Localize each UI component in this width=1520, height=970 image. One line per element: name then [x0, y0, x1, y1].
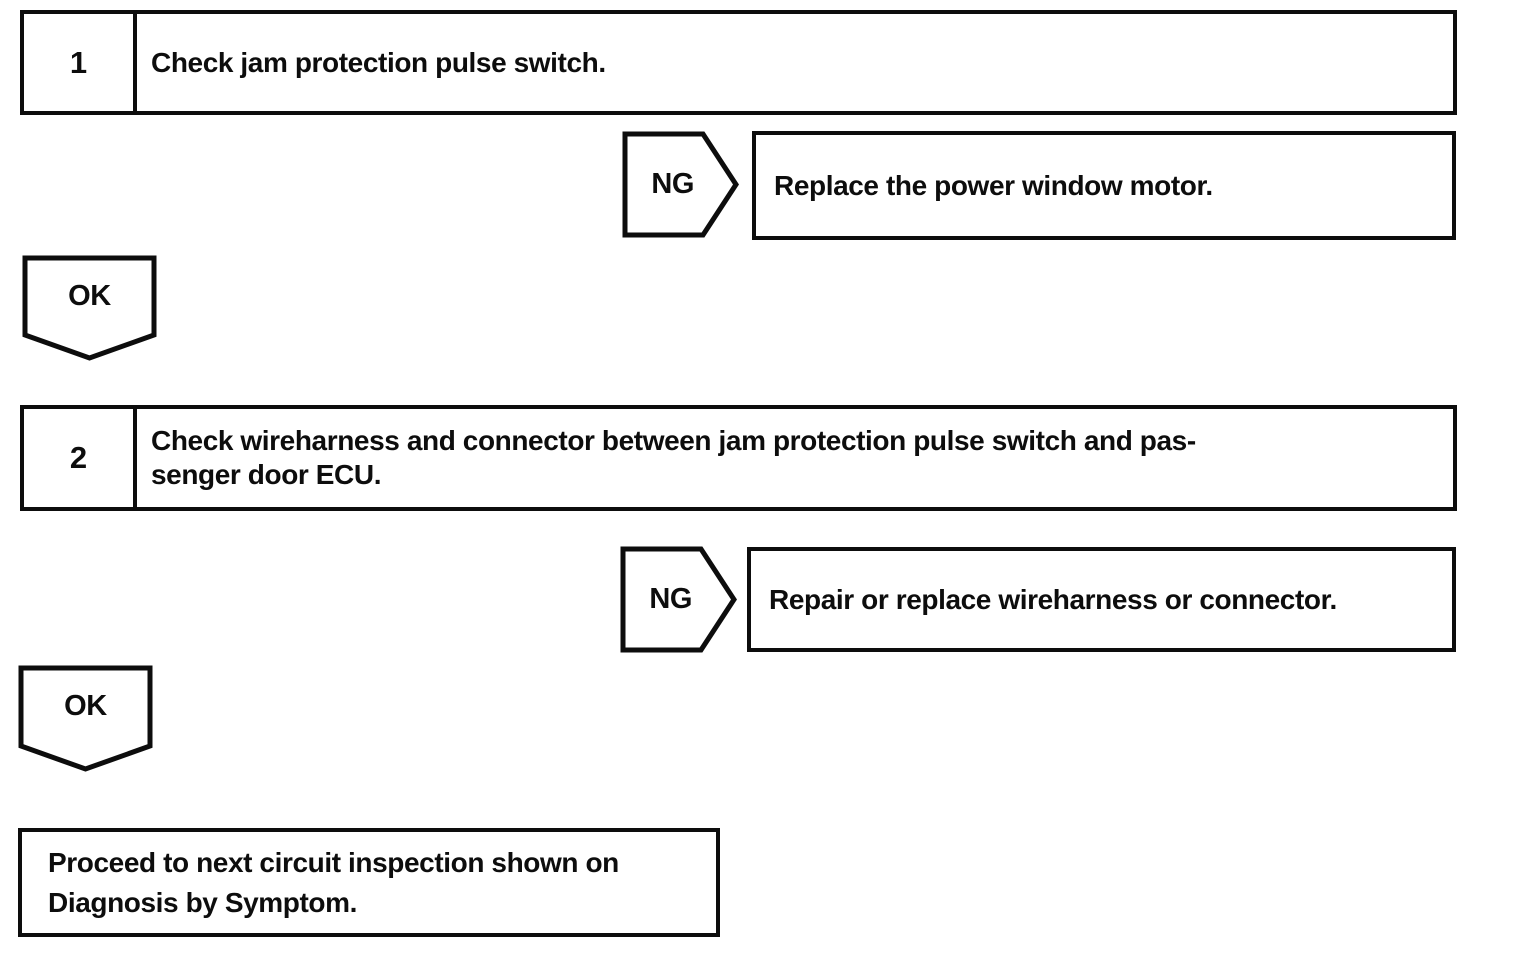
ng-result-box-2: Repair or replace wireharness or connect… [747, 547, 1456, 652]
ng-label-1: NG [651, 168, 695, 200]
step-2-title-line-2: senger door ECU. [151, 459, 382, 490]
final-instruction-box: Proceed to next circuit inspection shown… [18, 828, 720, 937]
ng-connector-2: NG [620, 546, 738, 653]
step-2-number: 2 [24, 409, 137, 507]
ng-result-text-1: Replace the power window motor. [774, 169, 1213, 201]
final-instruction-line-2: Diagnosis by Symptom. [48, 886, 357, 918]
step-2-title: Check wireharness and connector between … [137, 409, 1453, 507]
ng-result-text-2: Repair or replace wireharness or connect… [769, 583, 1337, 615]
step-2-title-line-1: Check wireharness and connector between … [151, 425, 1196, 456]
step-1-title: Check jam protection pulse switch. [137, 14, 1453, 111]
step-1-title-text: Check jam protection pulse switch. [151, 46, 606, 78]
ng-connector-1: NG [622, 131, 740, 238]
ng-result-box-1: Replace the power window motor. [752, 131, 1456, 240]
ok-connector-2: OK [18, 665, 153, 773]
ng-label-2: NG [649, 583, 693, 615]
ng-arrow-right-icon [620, 546, 737, 653]
ok-label-1: OK [68, 279, 111, 312]
ok-arrow-down-icon [22, 255, 157, 361]
step-1-box: 1 Check jam protection pulse switch. [20, 10, 1457, 115]
step-2-box: 2 Check wireharness and connector betwee… [20, 405, 1457, 511]
step-1-number: 1 [24, 14, 137, 111]
ok-arrow-down-icon [18, 665, 153, 772]
ok-connector-1: OK [22, 255, 157, 362]
final-instruction-line-1: Proceed to next circuit inspection shown… [48, 846, 619, 878]
ok-label-2: OK [64, 690, 107, 723]
ng-arrow-right-icon [622, 131, 739, 238]
